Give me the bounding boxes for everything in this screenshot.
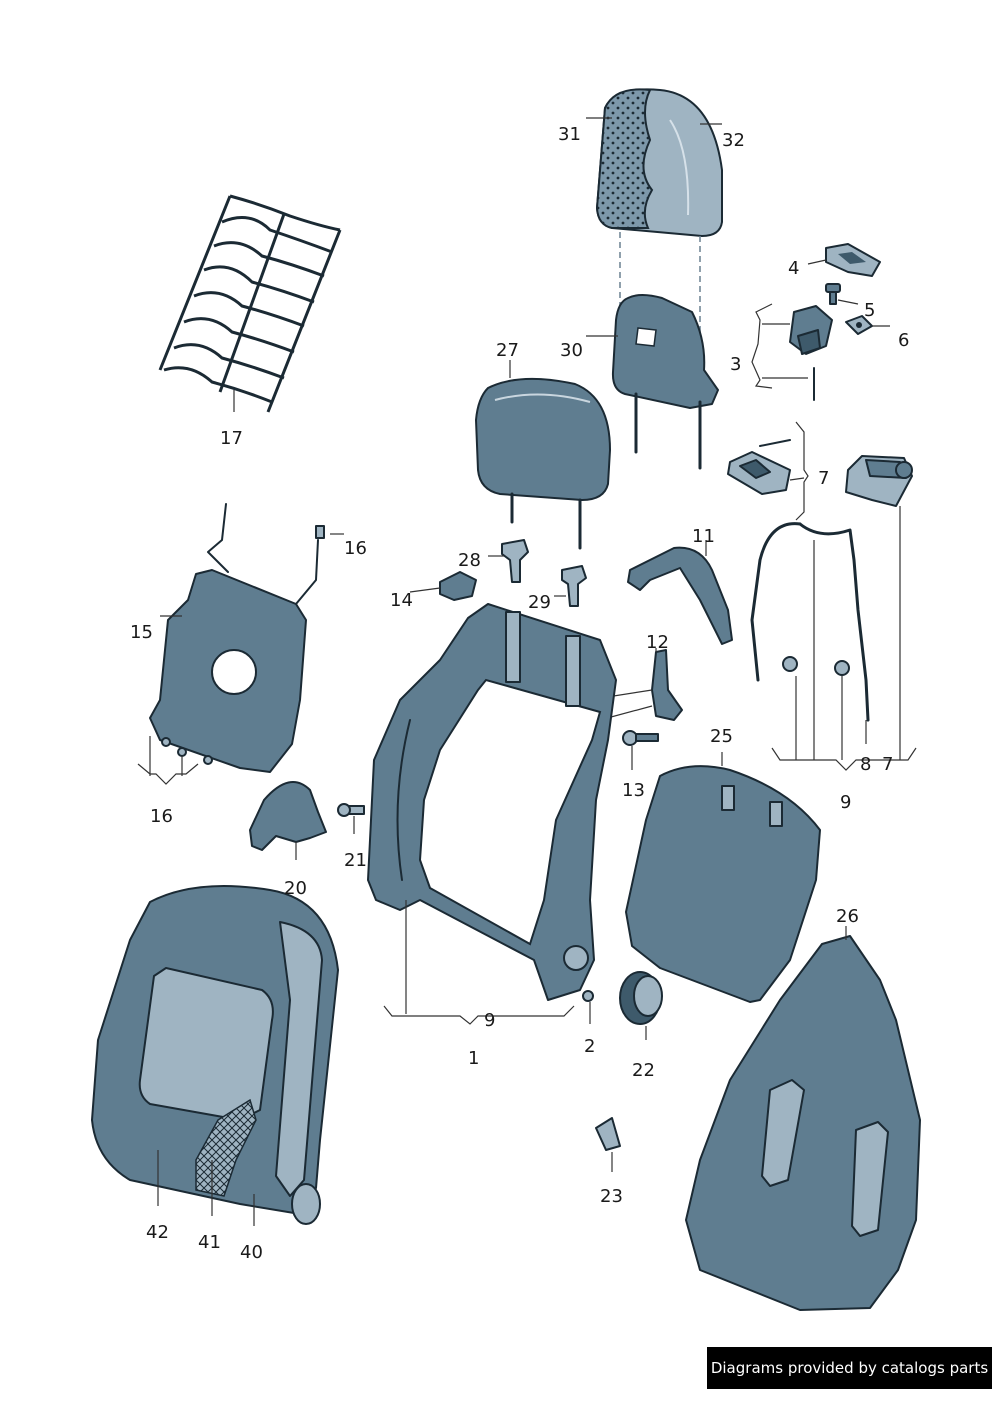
headrest-guide-left-part xyxy=(501,539,529,583)
screw-washer-part xyxy=(161,737,213,765)
clip-bolt-part xyxy=(337,803,365,817)
rear-shell-part xyxy=(685,935,921,1311)
label-7-bottom: 7 xyxy=(882,754,893,775)
label-9-left: 9 xyxy=(484,1010,495,1031)
spring-mat-part xyxy=(158,194,342,413)
label-4: 4 xyxy=(788,258,799,279)
label-27: 27 xyxy=(496,340,519,361)
label-26: 26 xyxy=(836,906,859,927)
headrest-frame-part xyxy=(611,294,719,470)
backrest-cushion-part xyxy=(91,885,339,1225)
label-41: 41 xyxy=(198,1232,221,1253)
headrest-guide-right-part xyxy=(561,565,587,607)
catalog-credit-text: Diagrams provided by catalogs parts xyxy=(710,1359,989,1377)
label-12: 12 xyxy=(646,632,669,653)
label-29: 29 xyxy=(528,592,551,613)
label-25: 25 xyxy=(710,726,733,747)
label-5: 5 xyxy=(864,300,875,321)
callout-labels: 31 32 4 5 6 3 27 30 17 7 11 16 28 14 29 … xyxy=(130,124,909,1263)
small-screw-part xyxy=(582,990,594,1002)
label-9-right: 9 xyxy=(840,792,851,813)
adjuster-knob-part xyxy=(619,971,663,1025)
label-20: 20 xyxy=(284,878,307,899)
screw-part xyxy=(825,283,841,305)
label-16-bottom: 16 xyxy=(150,806,173,827)
label-23: 23 xyxy=(600,1186,623,1207)
label-11: 11 xyxy=(692,526,715,547)
label-30: 30 xyxy=(560,340,583,361)
label-31: 31 xyxy=(558,124,581,145)
label-32: 32 xyxy=(722,130,745,151)
retaining-clip-part xyxy=(595,1117,621,1151)
label-8: 8 xyxy=(860,754,871,775)
switch-cover-part xyxy=(825,243,881,277)
catalog-credit-banner: Diagrams provided by catalogs parts xyxy=(707,1347,992,1389)
sensor-bracket-part xyxy=(727,439,791,495)
cable-harness-part xyxy=(750,522,870,722)
leader-lines xyxy=(137,117,917,1226)
trim-cover-part xyxy=(249,781,327,851)
label-21: 21 xyxy=(344,850,367,871)
bracket-part xyxy=(627,546,733,645)
guide-clip-part xyxy=(439,571,477,601)
switch-unit-part xyxy=(789,305,833,401)
label-15: 15 xyxy=(130,622,153,643)
label-14: 14 xyxy=(390,590,413,611)
label-1: 1 xyxy=(468,1048,479,1069)
label-17: 17 xyxy=(220,428,243,449)
label-3: 3 xyxy=(730,354,741,375)
label-6: 6 xyxy=(898,330,909,351)
backrest-frame-part xyxy=(367,603,617,1001)
label-7-top: 7 xyxy=(818,468,829,489)
back-panel-part xyxy=(625,765,821,1003)
label-16-top: 16 xyxy=(344,538,367,559)
lumbar-motor-part xyxy=(845,455,913,507)
label-42: 42 xyxy=(146,1222,169,1243)
label-2: 2 xyxy=(584,1036,595,1057)
headrest-part xyxy=(475,377,611,550)
label-13: 13 xyxy=(622,780,645,801)
label-22: 22 xyxy=(632,1060,655,1081)
lumbar-support-part xyxy=(149,503,325,773)
headrest-cover-part xyxy=(595,88,723,237)
bolt-part xyxy=(622,730,659,746)
label-28: 28 xyxy=(458,550,481,571)
label-40: 40 xyxy=(240,1242,263,1263)
